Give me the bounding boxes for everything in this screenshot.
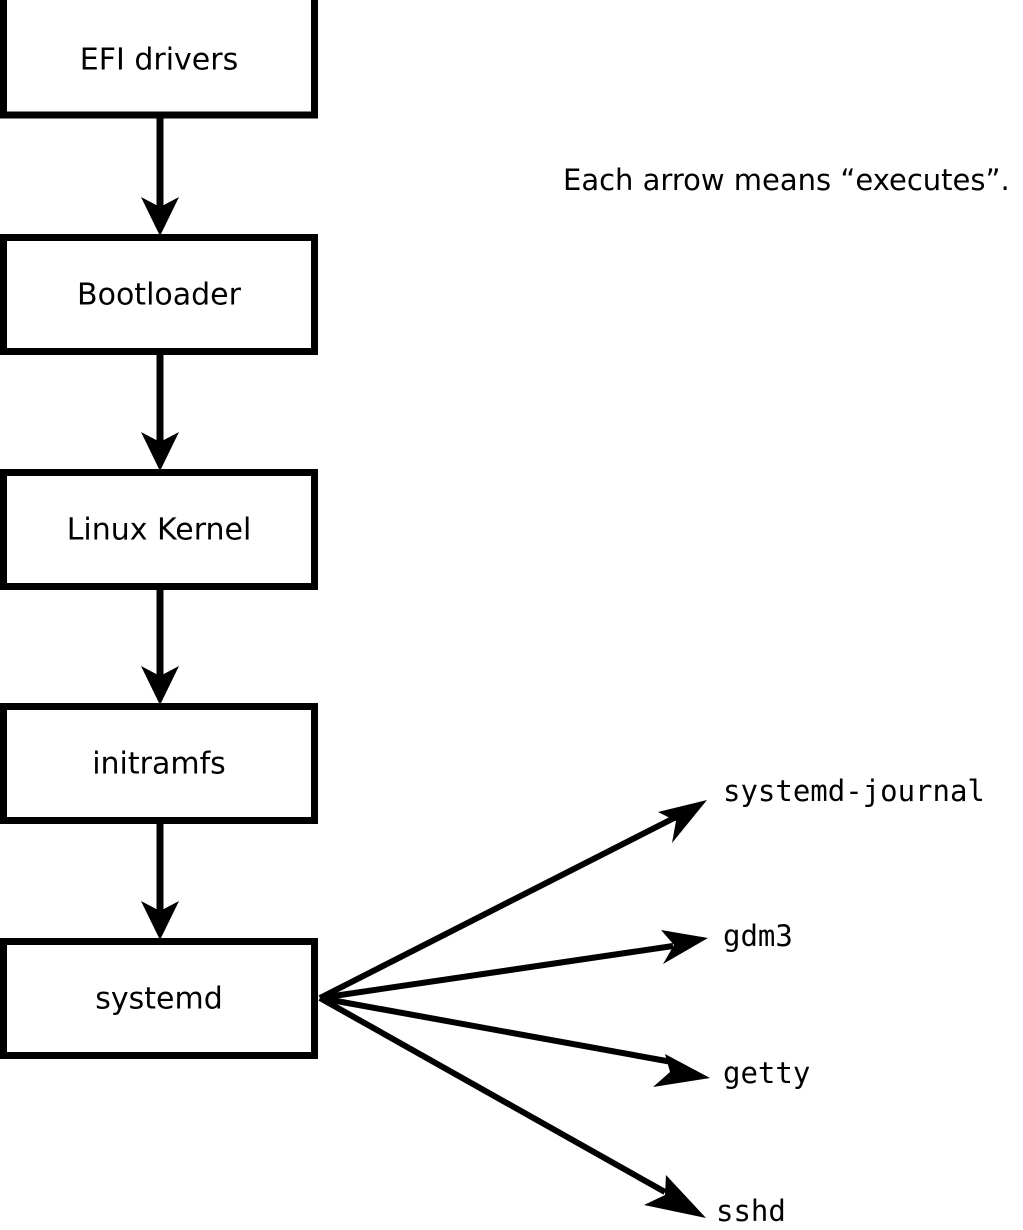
node-initramfs-rect — [0, 703, 318, 824]
arrow-initramfs-to-systemd — [141, 823, 179, 940]
node-efi-drivers[interactable]: EFI drivers — [0, 0, 318, 119]
arrow-systemd-to-systemd-journal — [318, 800, 707, 1001]
arrow-systemd-to-getty — [319, 995, 710, 1087]
node-systemd[interactable]: systemd — [0, 938, 318, 1059]
arrow-kernel-to-initramfs — [141, 589, 179, 705]
node-linux-kernel-label: Linux Kernel — [67, 513, 252, 548]
arrow-systemd-to-sshd — [318, 995, 706, 1218]
node-bootloader-rect — [0, 234, 318, 355]
node-bootloader-label: Bootloader — [77, 278, 242, 313]
arrow-head-icon — [658, 800, 707, 843]
leaf-label-gdm3[interactable]: gdm3 — [723, 919, 793, 953]
arrow-head-icon — [141, 666, 179, 705]
arrow-head-icon — [141, 432, 179, 471]
leaf-label-systemd-journal[interactable]: systemd-journal — [723, 774, 985, 808]
node-systemd-rect — [0, 938, 318, 1059]
arrow-head-icon — [661, 930, 708, 964]
arrow-bootloader-to-kernel — [141, 354, 179, 471]
arrow-head-icon — [141, 901, 179, 940]
node-bootloader[interactable]: Bootloader — [0, 234, 318, 355]
arrow-systemd-to-gdm3 — [319, 930, 708, 1001]
leaf-label-getty[interactable]: getty — [723, 1056, 810, 1090]
node-efi-drivers-rect — [0, 0, 318, 119]
node-linux-kernel-rect — [0, 469, 318, 590]
arrow-head-icon — [644, 1175, 706, 1218]
arrow-head-icon — [653, 1054, 710, 1087]
legend-note: Each arrow means “executes”. — [563, 163, 1010, 197]
node-linux-kernel[interactable]: Linux Kernel — [0, 469, 318, 590]
node-initramfs[interactable]: initramfs — [0, 703, 318, 824]
leaf-label-sshd[interactable]: sshd — [716, 1194, 786, 1228]
node-efi-drivers-label: EFI drivers — [80, 43, 238, 78]
arrow-efi-to-bootloader — [141, 118, 179, 236]
arrow-head-icon — [141, 197, 179, 236]
node-systemd-label: systemd — [95, 982, 223, 1017]
node-initramfs-label: initramfs — [92, 747, 226, 782]
